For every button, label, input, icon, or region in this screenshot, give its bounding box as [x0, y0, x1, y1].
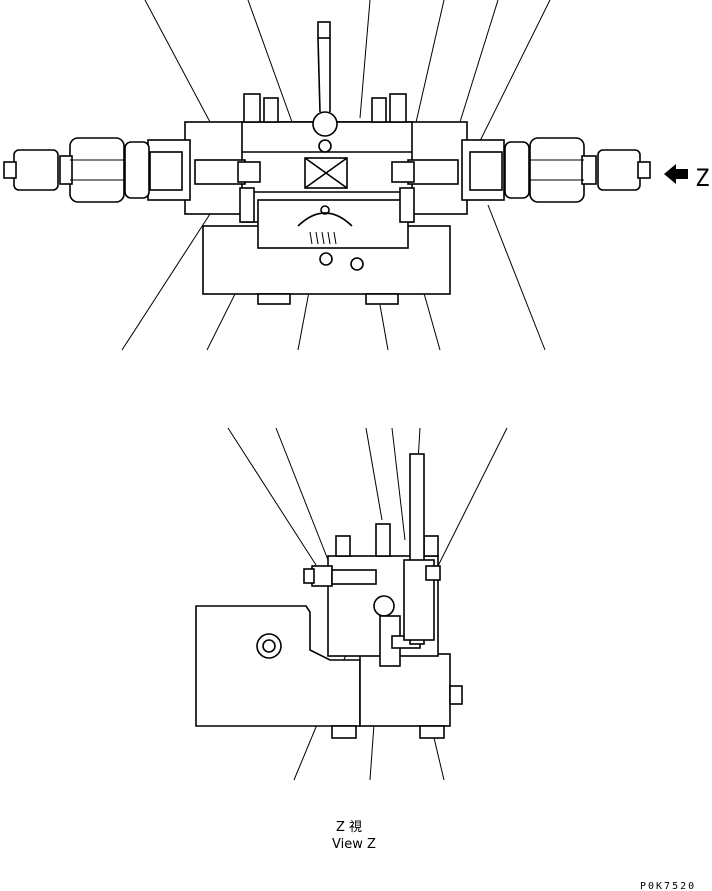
view-caption-japanese: Z 視 [336, 820, 362, 835]
mounting-plate [195, 605, 361, 727]
side-view-z: Z 視 View Z [195, 427, 508, 852]
right-fittings [391, 137, 651, 203]
view-marker-letter: Z [695, 164, 709, 192]
spring-detent [297, 205, 353, 245]
top-view: Z [3, 0, 709, 351]
leader-lines-upper [144, 0, 551, 146]
drawing-code: P0K7520 [640, 881, 696, 891]
lower-block [331, 653, 463, 739]
left-fittings [3, 137, 261, 203]
top-bolts [239, 93, 415, 223]
lever [304, 21, 348, 189]
arrow-left-icon [664, 164, 688, 184]
view-direction-marker: Z [664, 164, 709, 192]
view-caption-english: View Z [332, 837, 376, 852]
lever-side [403, 453, 441, 645]
